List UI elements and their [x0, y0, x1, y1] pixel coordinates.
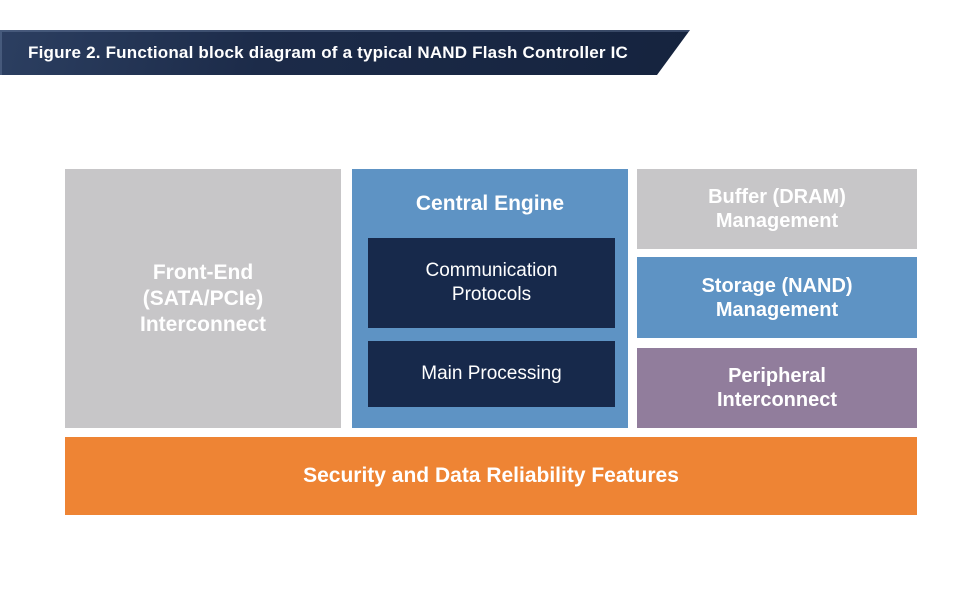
peripheral-interconnect-label: Peripheral Interconnect: [716, 365, 838, 411]
figure-caption-text: Figure 2. Functional block diagram of a …: [28, 42, 629, 62]
storage-nand-label: Storage (NAND) Management: [701, 274, 853, 321]
block-central-engine: Central Engine Communication Protocols M…: [352, 169, 628, 428]
block-main-processing: Main Processing: [368, 341, 615, 407]
block-buffer-dram-management: Buffer (DRAM) Management: [637, 169, 917, 249]
block-security-reliability-bar: Security and Data Reliability Features: [65, 437, 917, 515]
block-peripheral-interconnect: Peripheral Interconnect: [637, 348, 917, 428]
buffer-dram-label: Buffer (DRAM) Management: [708, 186, 846, 232]
figure-caption-banner: Figure 2. Functional block diagram of a …: [0, 30, 690, 75]
block-front-end-interconnect: Front-End (SATA/PCIe) Interconnect: [65, 169, 341, 428]
main-processing-label: Main Processing: [421, 363, 562, 384]
block-communication-protocols: Communication Protocols: [368, 238, 615, 328]
communication-protocols-label: Communication Protocols: [425, 260, 558, 305]
central-engine-title: Central Engine: [415, 191, 565, 215]
block-front-end-label: Front-End (SATA/PCIe) Interconnect: [139, 260, 267, 336]
block-storage-nand-management: Storage (NAND) Management: [637, 257, 917, 338]
security-reliability-label: Security and Data Reliability Features: [303, 464, 679, 487]
